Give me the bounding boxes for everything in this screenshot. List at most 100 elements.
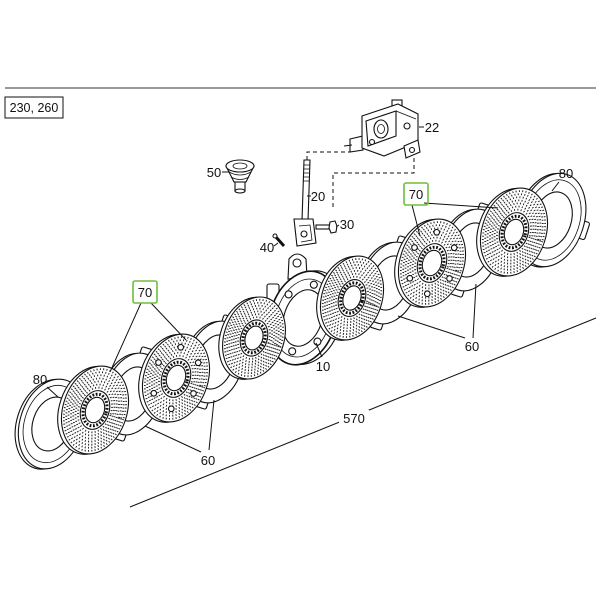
leader-70-right-b [423, 202, 499, 209]
lining-texture [335, 275, 369, 321]
callout-80-left[interactable]: 80 [33, 372, 47, 387]
disc-hole [423, 290, 431, 298]
disc-hole [450, 244, 458, 252]
callout-22[interactable]: 22 [425, 120, 439, 135]
lining-texture [414, 239, 450, 287]
caliper-edge [395, 110, 417, 120]
actuator-ball [288, 347, 297, 356]
disc-hole [177, 343, 185, 351]
disc-bore [503, 218, 525, 246]
clevis-slot [298, 224, 313, 243]
friction-discs-group [57, 187, 549, 455]
model-box-border [4, 96, 64, 119]
disc-hole [150, 389, 158, 397]
disc-hole [155, 359, 162, 366]
leader-60-left-b [208, 399, 215, 451]
disc-spline-teeth [339, 281, 365, 315]
caliper-ear-hole [408, 146, 416, 154]
highlight-box-70-right [403, 182, 429, 206]
bolt-head [328, 220, 338, 234]
lining-texture [70, 377, 120, 443]
callout-70-left[interactable]: 70 [138, 285, 152, 300]
disc-hole [411, 244, 418, 251]
highlight-box-70-left [132, 280, 158, 304]
pin-part [272, 233, 286, 248]
friction-disc-right-3 [476, 187, 549, 277]
callout-80-right[interactable]: 80 [559, 166, 573, 181]
cap-foot [234, 188, 246, 194]
callout-10[interactable]: 10 [316, 359, 330, 374]
disc-bore [165, 364, 187, 392]
actuator-ball [284, 290, 293, 299]
model-box-label: 230, 260 [10, 101, 59, 115]
caliper-pin [343, 144, 353, 147]
caliper-bolt [403, 122, 411, 130]
lining-texture [399, 221, 465, 305]
disc-bore [84, 396, 106, 424]
cap-top [225, 159, 255, 173]
leader-70-left-a [109, 302, 142, 373]
pin-head [272, 233, 278, 239]
lining-texture [484, 193, 544, 271]
lining-texture [326, 263, 378, 333]
lining-texture [230, 307, 278, 369]
clevis-hole [300, 230, 308, 238]
lining-texture [143, 336, 209, 420]
callout-60-left[interactable]: 60 [201, 453, 215, 468]
rod-thread [303, 164, 310, 182]
label-backdrop [339, 410, 369, 427]
caliper-piston [373, 119, 389, 139]
friction-disc-right-1 [316, 255, 385, 341]
leader-60-right-a [397, 315, 466, 339]
leader-30 [335, 224, 340, 228]
model-box: 230, 260 [4, 96, 64, 119]
lining-texture [324, 261, 380, 335]
lining-texture [77, 386, 113, 434]
cap-part [225, 159, 255, 194]
actuator-ball [309, 280, 318, 289]
disc-bore [421, 249, 443, 277]
leader-60-left-a [144, 425, 202, 453]
callout-20[interactable]: 20 [311, 189, 325, 204]
disc-hole [194, 359, 202, 367]
cap-fold [230, 176, 250, 180]
lining-texture [321, 258, 383, 338]
leader-40 [273, 242, 279, 247]
disc-bore [244, 325, 264, 351]
caliper-left-ear [349, 135, 364, 153]
friction-disc-left-2 [138, 333, 211, 423]
friction-disc-left-3 [218, 296, 286, 380]
lining-texture [486, 196, 542, 268]
disc-hole [406, 274, 414, 282]
disc-hole [433, 228, 441, 236]
leader-70-left-b [150, 302, 187, 341]
callout-570[interactable]: 570 [343, 411, 365, 426]
lining-texture [234, 313, 274, 363]
lining-texture [237, 316, 271, 360]
lining-texture [496, 208, 532, 256]
callout-50[interactable]: 50 [207, 165, 221, 180]
disc-hole [446, 275, 453, 282]
lining-texture [62, 368, 128, 452]
callout-40[interactable]: 40 [260, 240, 274, 255]
lining-texture [158, 354, 194, 402]
assembly-dashed-line [306, 151, 350, 160]
leader-70-right-a [411, 204, 421, 237]
disc-spline-teeth [500, 214, 528, 250]
bolt-shank [315, 224, 331, 230]
callout-30[interactable]: 30 [340, 217, 354, 232]
leader-80-right [551, 181, 560, 192]
lining-texture [328, 266, 376, 330]
lining-texture [404, 227, 460, 299]
cap-fold [228, 171, 252, 176]
callout-70-right[interactable]: 70 [409, 187, 423, 202]
lug-hole [292, 258, 302, 268]
lining-texture [151, 345, 201, 411]
callout-60-right[interactable]: 60 [465, 339, 479, 354]
lining-texture [67, 374, 123, 446]
leader-60-right-b [472, 283, 477, 339]
lining-texture [148, 342, 204, 414]
leader-80-left [46, 386, 59, 398]
disc-hole [167, 405, 175, 413]
